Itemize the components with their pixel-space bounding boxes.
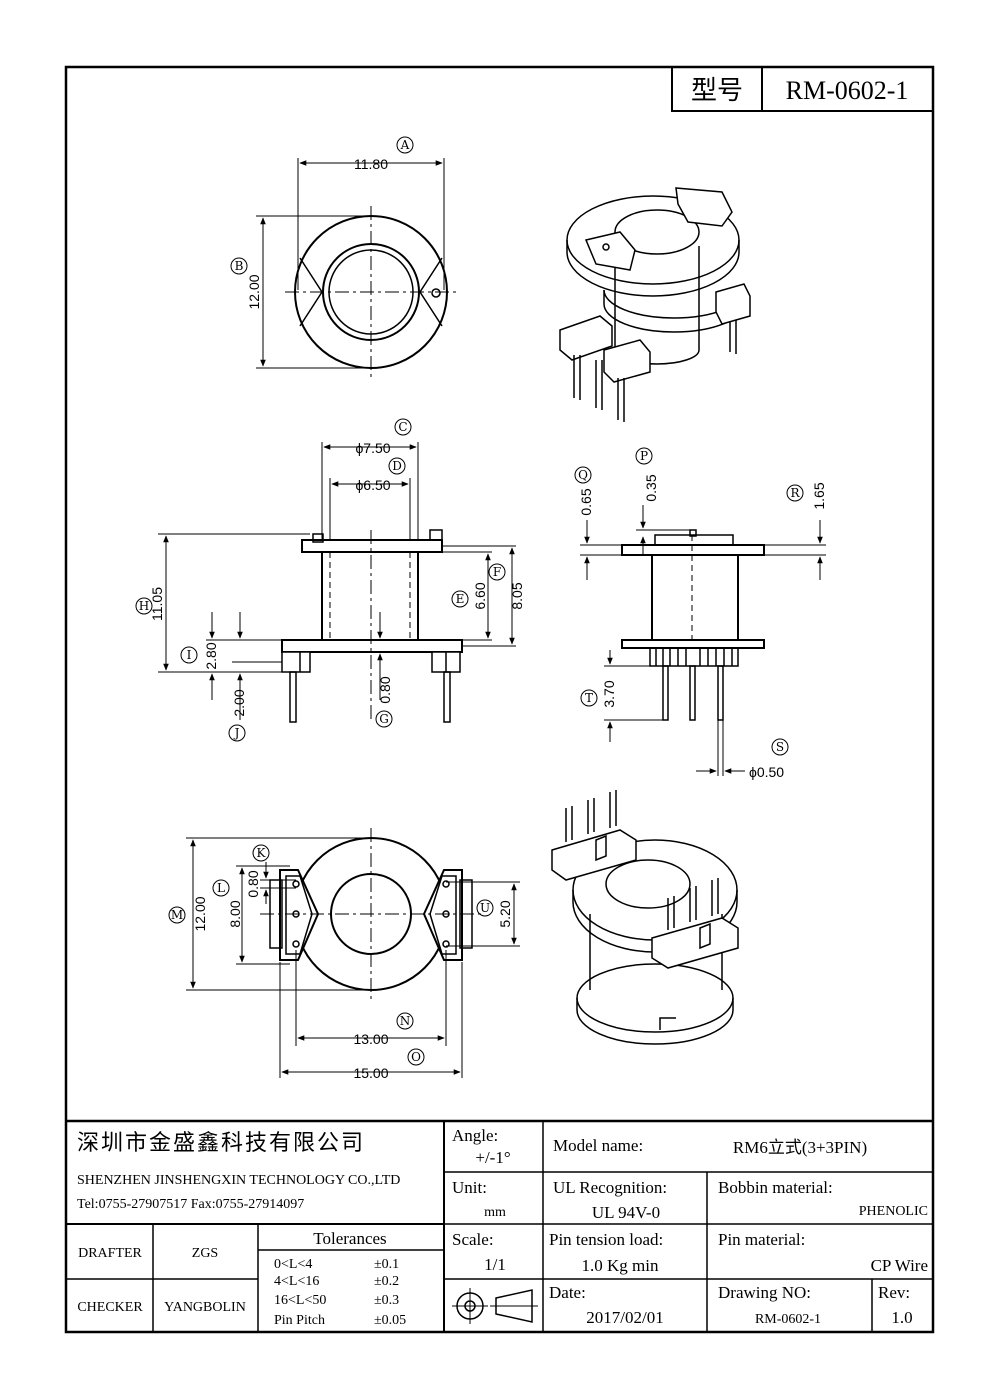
- ul-recognition-label: UL Recognition:: [553, 1178, 667, 1197]
- model-name-value: RM6立式(3+3PIN): [733, 1138, 867, 1157]
- ul-recognition-value: UL 94V-0: [592, 1203, 660, 1222]
- bobbin-material-label: Bobbin material:: [718, 1178, 833, 1197]
- label-d: D: [392, 459, 402, 473]
- dim-o-value: 15.00: [353, 1065, 388, 1081]
- label-r: R: [790, 486, 800, 500]
- bottom-view: [186, 828, 520, 1078]
- dim-q-value: 0.65: [578, 488, 594, 515]
- drawing-no-value: RM-0602-1: [755, 1312, 821, 1327]
- rev-label: Rev:: [878, 1283, 910, 1302]
- bottom-view-dimensions: M 12.00 L 8.00 K 0.80 U 5.20 N 13.00 O 1…: [168, 844, 513, 1081]
- tolerance-range-1: 4<L<16: [274, 1274, 319, 1289]
- title-block: [66, 1119, 933, 1332]
- drafter-value: ZGS: [192, 1246, 218, 1261]
- label-j: J: [233, 726, 240, 740]
- company-name-en: SHENZHEN JINSHENGXIN TECHNOLOGY CO.,LTD: [77, 1173, 400, 1188]
- drafter-label: DRAFTER: [78, 1246, 142, 1261]
- sheet-border: [64, 65, 935, 1334]
- tolerance-value-2: ±0.3: [374, 1293, 399, 1308]
- scale-label: Scale:: [452, 1230, 494, 1249]
- model-name-label: Model name:: [553, 1136, 643, 1155]
- right-view: [580, 505, 826, 776]
- dim-f-value: 8.05: [509, 582, 525, 609]
- checker-label: CHECKER: [77, 1300, 143, 1315]
- pin-material-label: Pin material:: [718, 1230, 805, 1249]
- drawing-no-label: Drawing NO:: [718, 1283, 811, 1302]
- dim-n-value: 13.00: [353, 1031, 388, 1047]
- angle-label: Angle:: [452, 1126, 498, 1145]
- side-view: [158, 442, 516, 723]
- dim-d-value: ϕ6.50: [355, 477, 390, 493]
- model-number-label: 型号: [691, 76, 743, 105]
- dim-u-value: 5.20: [497, 900, 513, 927]
- label-e: E: [456, 592, 465, 606]
- date-value: 2017/02/01: [586, 1308, 663, 1327]
- isometric-view-bottom: [551, 790, 739, 1045]
- label-c: C: [398, 420, 407, 434]
- dim-p-value: 0.35: [643, 474, 659, 501]
- unit-value: mm: [484, 1205, 506, 1220]
- dim-s-value: ϕ0.50: [749, 764, 784, 780]
- dim-m-value: 12.00: [192, 896, 208, 931]
- dim-b-value: 12.00: [246, 274, 262, 309]
- scale-value: 1/1: [484, 1255, 506, 1274]
- label-g: G: [379, 712, 389, 726]
- side-view-dimensions: C ϕ7.50 D ϕ6.50 H 11.05 F 8.05 E 6.60 I …: [135, 418, 525, 742]
- angle-value: +/-1°: [475, 1148, 510, 1167]
- tolerance-value-1: ±0.2: [374, 1274, 399, 1289]
- isometric-view-top: [559, 187, 751, 422]
- label-u: U: [480, 901, 490, 915]
- dim-j-value: 2.00: [231, 689, 247, 716]
- dim-c-value: ϕ7.50: [355, 440, 390, 456]
- tolerance-value-3: ±0.05: [374, 1313, 406, 1328]
- label-b: B: [235, 259, 244, 273]
- pin-material-value: CP Wire: [871, 1256, 928, 1275]
- tolerances-title: Tolerances: [313, 1229, 386, 1248]
- label-h: H: [139, 599, 149, 613]
- title-block-text: 深圳市金盛鑫科技有限公司 SHENZHEN JINSHENGXIN TECHNO…: [77, 1126, 928, 1328]
- dim-e-value: 6.60: [472, 582, 488, 609]
- label-p: P: [640, 449, 648, 463]
- pin-tension-value: 1.0 Kg min: [582, 1256, 659, 1275]
- dim-g-value: 0.80: [377, 676, 393, 703]
- top-view-dimensions: A 11.80 B 12.00: [230, 136, 414, 310]
- tolerance-range-2: 16<L<50: [274, 1293, 326, 1308]
- label-l: L: [217, 881, 225, 895]
- label-n: N: [400, 1014, 411, 1028]
- label-o: O: [411, 1050, 421, 1064]
- dim-a-value: 11.80: [354, 156, 388, 172]
- label-i: I: [187, 648, 192, 662]
- right-view-dimensions: Q 0.65 P 0.35 R 1.65 T 3.70 S ϕ0.50: [574, 447, 827, 780]
- dim-h-value: 11.05: [149, 587, 165, 621]
- label-t: T: [585, 691, 593, 705]
- bobbin-material-value: PHENOLIC: [859, 1204, 928, 1219]
- company-name-cn: 深圳市金盛鑫科技有限公司: [77, 1131, 365, 1156]
- tolerance-range-0: 0<L<4: [274, 1257, 312, 1272]
- checker-value: YANGBOLIN: [164, 1300, 246, 1315]
- label-s: S: [776, 740, 784, 754]
- dim-r-value: 1.65: [811, 482, 827, 509]
- company-tel-fax: Tel:0755-27907517 Fax:0755-27914097: [77, 1197, 304, 1212]
- top-view: [256, 158, 456, 378]
- label-k: K: [257, 846, 267, 860]
- tolerance-range-3: Pin Pitch: [274, 1313, 325, 1328]
- label-q: Q: [578, 468, 588, 482]
- label-m: M: [171, 908, 183, 922]
- unit-label: Unit:: [452, 1178, 487, 1197]
- label-a: A: [400, 138, 410, 152]
- dim-l-value: 8.00: [227, 900, 243, 927]
- model-number-box: 型号 RM-0602-1: [671, 66, 934, 112]
- date-label: Date:: [549, 1283, 586, 1302]
- label-f: F: [493, 565, 501, 579]
- dim-k-value: 0.80: [245, 870, 261, 897]
- model-number-value: RM-0602-1: [786, 76, 909, 105]
- rev-value: 1.0: [891, 1308, 912, 1327]
- tolerance-value-0: ±0.1: [374, 1257, 399, 1272]
- dim-t-value: 3.70: [601, 680, 617, 707]
- dim-i-value: 2.80: [203, 642, 219, 669]
- pin-tension-label: Pin tension load:: [549, 1230, 663, 1249]
